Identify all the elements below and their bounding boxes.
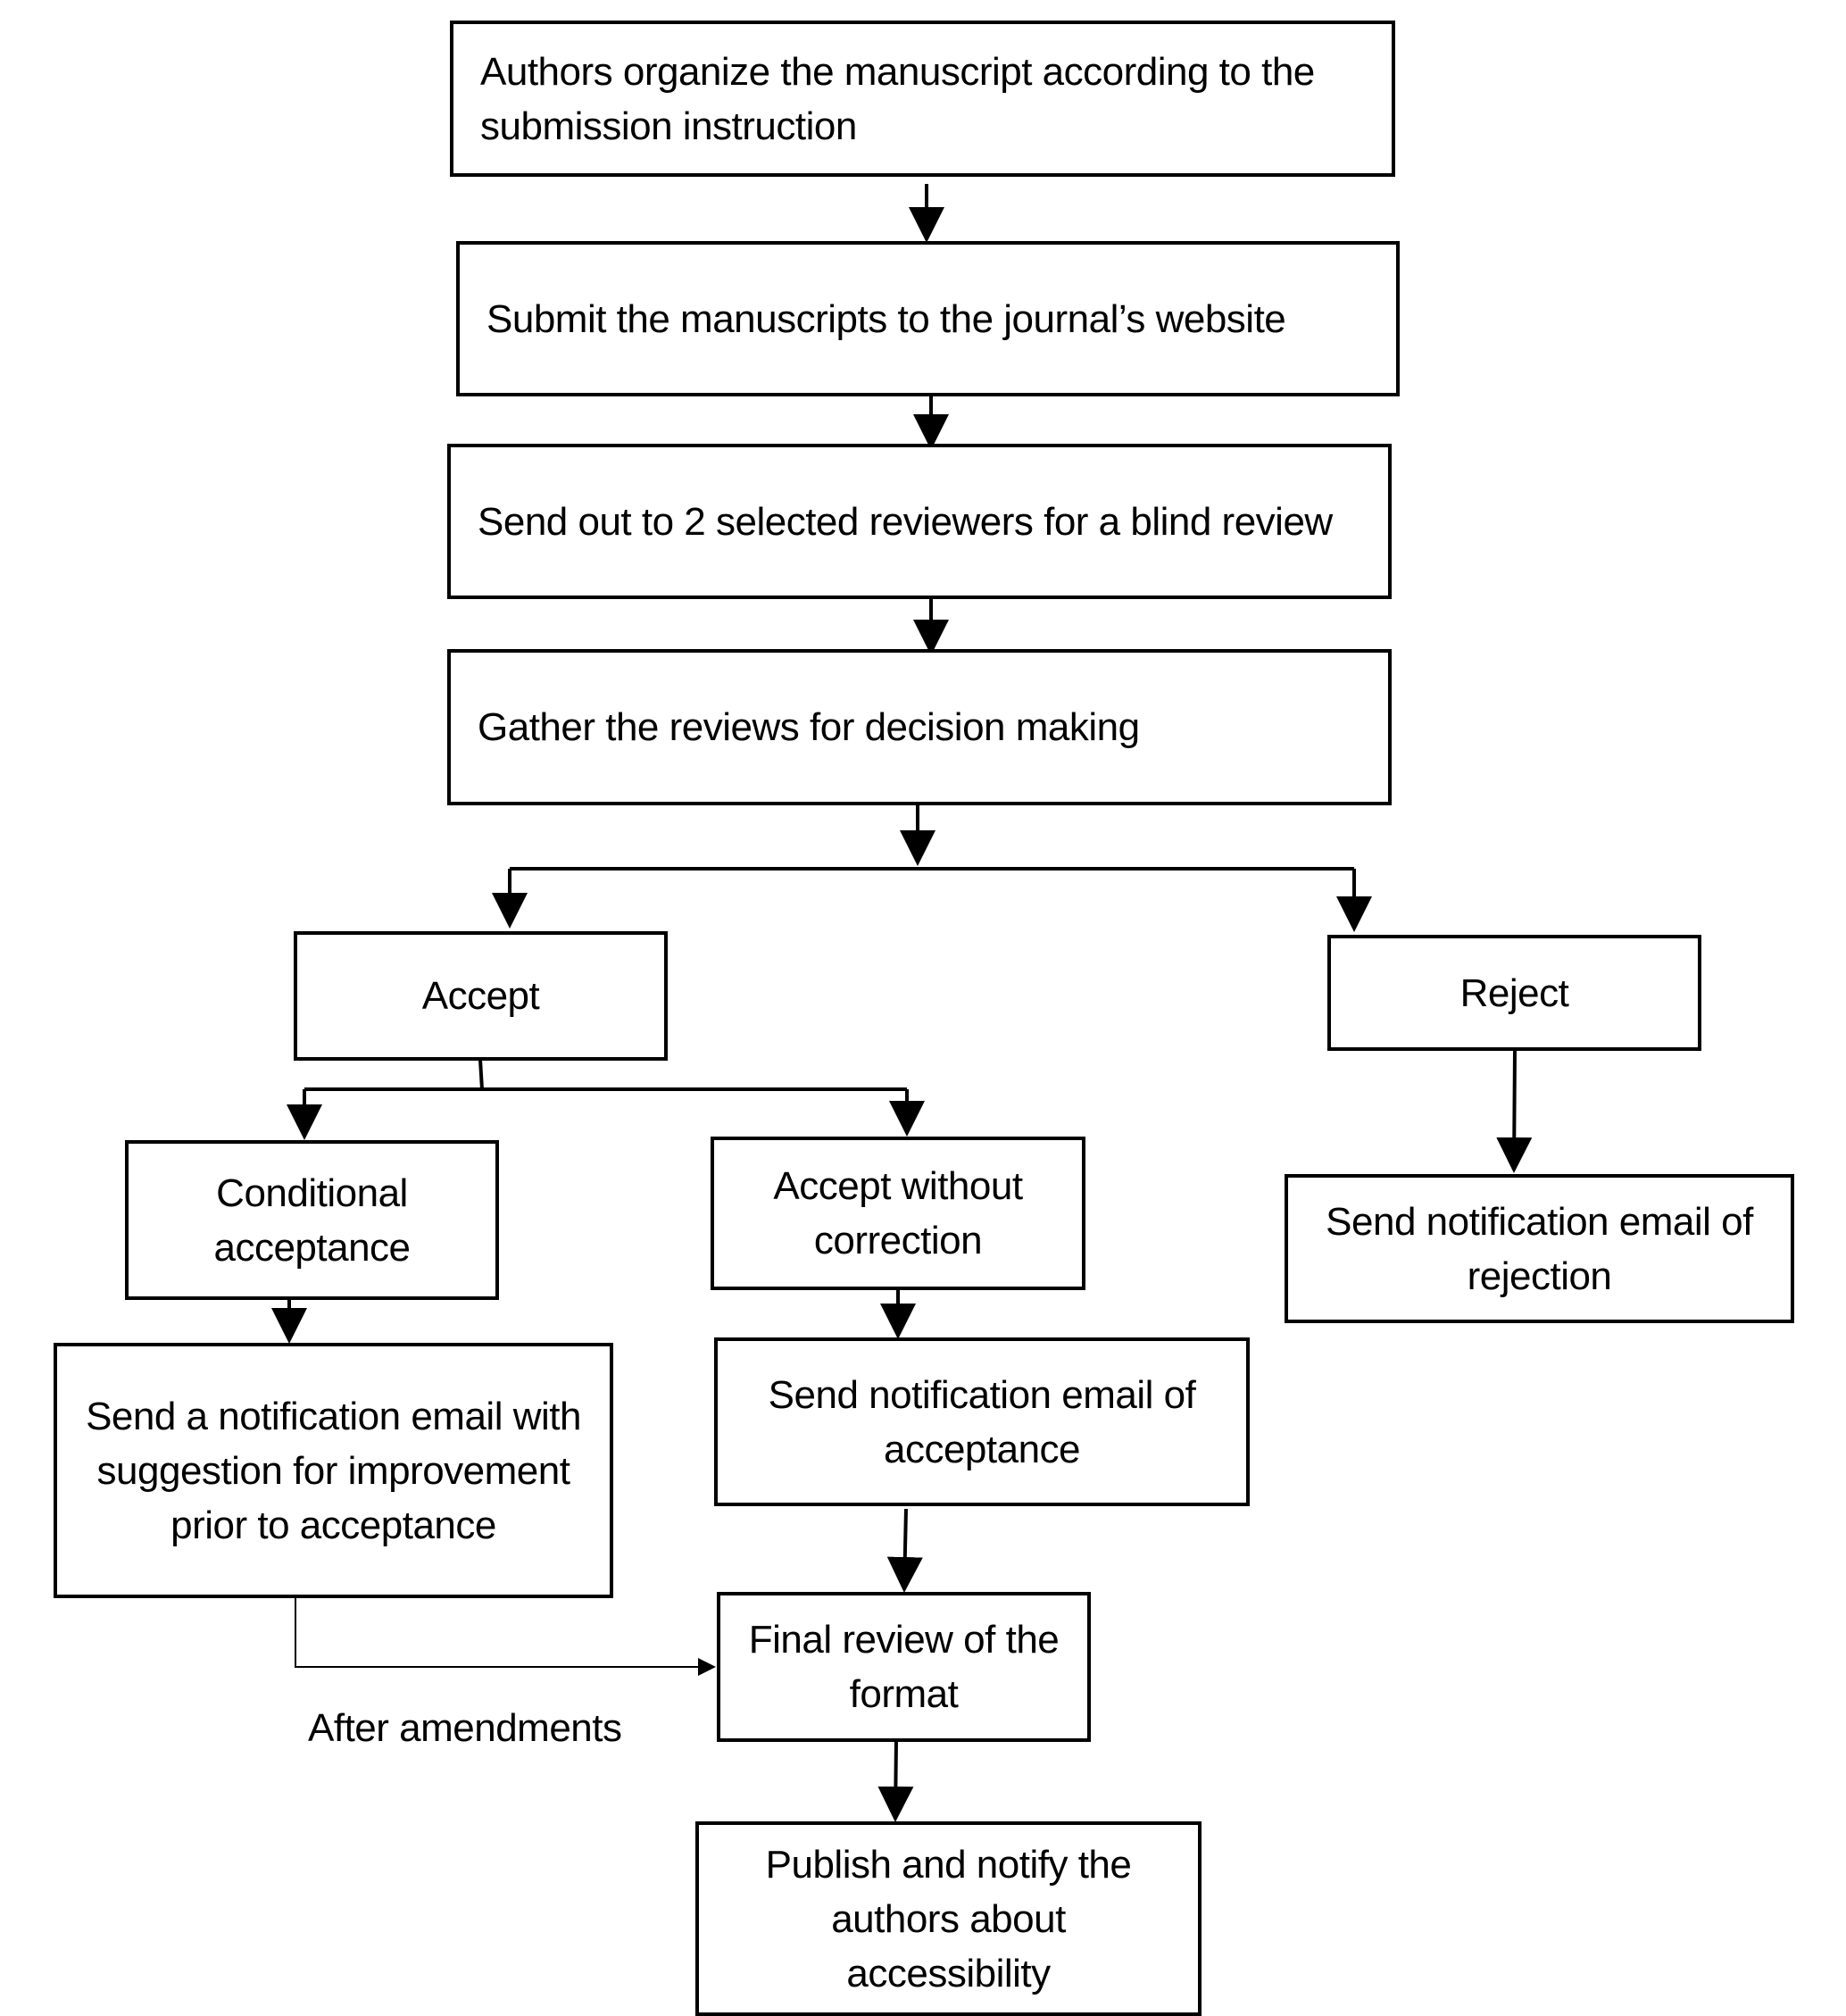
step-submit-manuscript: Submit the manuscripts to the journal’s … (456, 241, 1400, 396)
edge-label-after-amendments: After amendments (308, 1706, 622, 1750)
arrow-final-to-publish (877, 1738, 914, 1822)
step-publish-text: Publish and notify the authors about acc… (765, 1842, 1132, 1995)
step-acceptance-email-text: Send notification email of acceptance (768, 1372, 1196, 1471)
step-conditional-email: Send a notification email with suggestio… (54, 1343, 613, 1598)
step-accept-without-correction-text: Accept without correction (773, 1164, 1023, 1262)
decision-accept-text: Accept (421, 974, 540, 1018)
decision-accept: Accept (294, 931, 668, 1061)
step-final-review: Final review of the format (717, 1592, 1091, 1742)
step-send-to-reviewers: Send out to 2 selected reviewers for a b… (447, 444, 1392, 599)
step-submit-manuscript-text: Submit the manuscripts to the journal’s … (486, 296, 1286, 341)
arrow-after-amendments (295, 1598, 716, 1676)
step-rejection-email: Send notification email of rejection (1285, 1174, 1794, 1323)
decision-reject-text: Reject (1459, 971, 1569, 1015)
step-gather-reviews: Gather the reviews for decision making (447, 649, 1392, 805)
step-conditional-email-text: Send a notification email with suggestio… (86, 1394, 581, 1547)
step-send-to-reviewers-text: Send out to 2 selected reviewers for a b… (478, 499, 1333, 544)
step-gather-reviews-text: Gather the reviews for decision making (478, 705, 1140, 749)
arrow-reject-to-email (1496, 1050, 1533, 1173)
step-organize-manuscript: Authors organize the manuscript accordin… (450, 21, 1395, 177)
step-acceptance-email: Send notification email of acceptance (714, 1337, 1250, 1506)
step-conditional-acceptance: Conditional acceptance (125, 1140, 499, 1300)
arrow-acceptance-email-to-final (886, 1508, 923, 1593)
decision-reject: Reject (1327, 935, 1701, 1051)
step-rejection-email-text: Send notification email of rejection (1326, 1199, 1753, 1298)
step-accept-without-correction: Accept without correction (711, 1137, 1085, 1290)
step-publish: Publish and notify the authors about acc… (695, 1821, 1202, 2016)
step-organize-manuscript-text: Authors organize the manuscript accordin… (480, 49, 1315, 148)
step-final-review-text: Final review of the format (748, 1618, 1060, 1716)
accept-stem (478, 1059, 484, 1090)
step-conditional-acceptance-text: Conditional acceptance (213, 1170, 411, 1270)
